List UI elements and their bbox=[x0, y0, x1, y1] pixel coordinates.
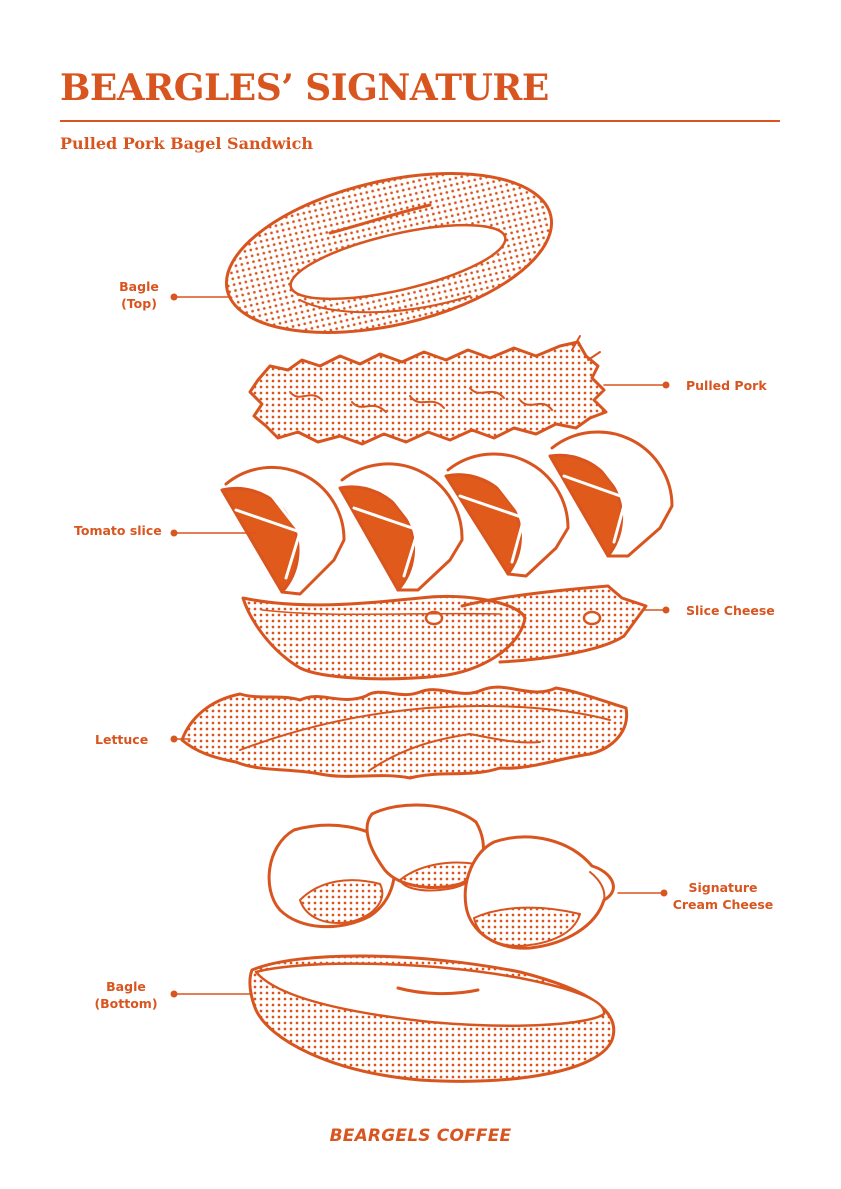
lettuce-illustration bbox=[180, 685, 629, 780]
pulled-pork-illustration bbox=[248, 335, 608, 446]
label-cream-cheese: Signature Cream Cheese bbox=[672, 880, 774, 912]
label-leaders bbox=[173, 296, 667, 995]
label-bagle-bottom: Bagle (Bottom) bbox=[94, 979, 158, 1011]
label-slice-cheese: Slice Cheese bbox=[686, 603, 775, 618]
page-subtitle: Pulled Pork Bagel Sandwich bbox=[60, 134, 313, 153]
label-lettuce: Lettuce bbox=[95, 732, 149, 747]
brand-logo: BEARGELS COFFEE bbox=[329, 1126, 512, 1146]
label-bagle-top: Bagle (Top) bbox=[119, 279, 159, 311]
tomato-slices-illustration bbox=[220, 430, 674, 596]
bagle-bottom-illustration bbox=[248, 954, 616, 1083]
page-title: BEARGLES’ SIGNATURE bbox=[60, 67, 549, 109]
cream-cheese-illustration bbox=[267, 803, 615, 950]
title-divider bbox=[60, 120, 780, 122]
bagle-top-illustration bbox=[224, 172, 554, 334]
label-pulled-pork: Pulled Pork bbox=[686, 378, 767, 393]
slice-cheese-illustration bbox=[241, 584, 648, 681]
label-tomato-slice: Tomato slice bbox=[74, 523, 162, 538]
